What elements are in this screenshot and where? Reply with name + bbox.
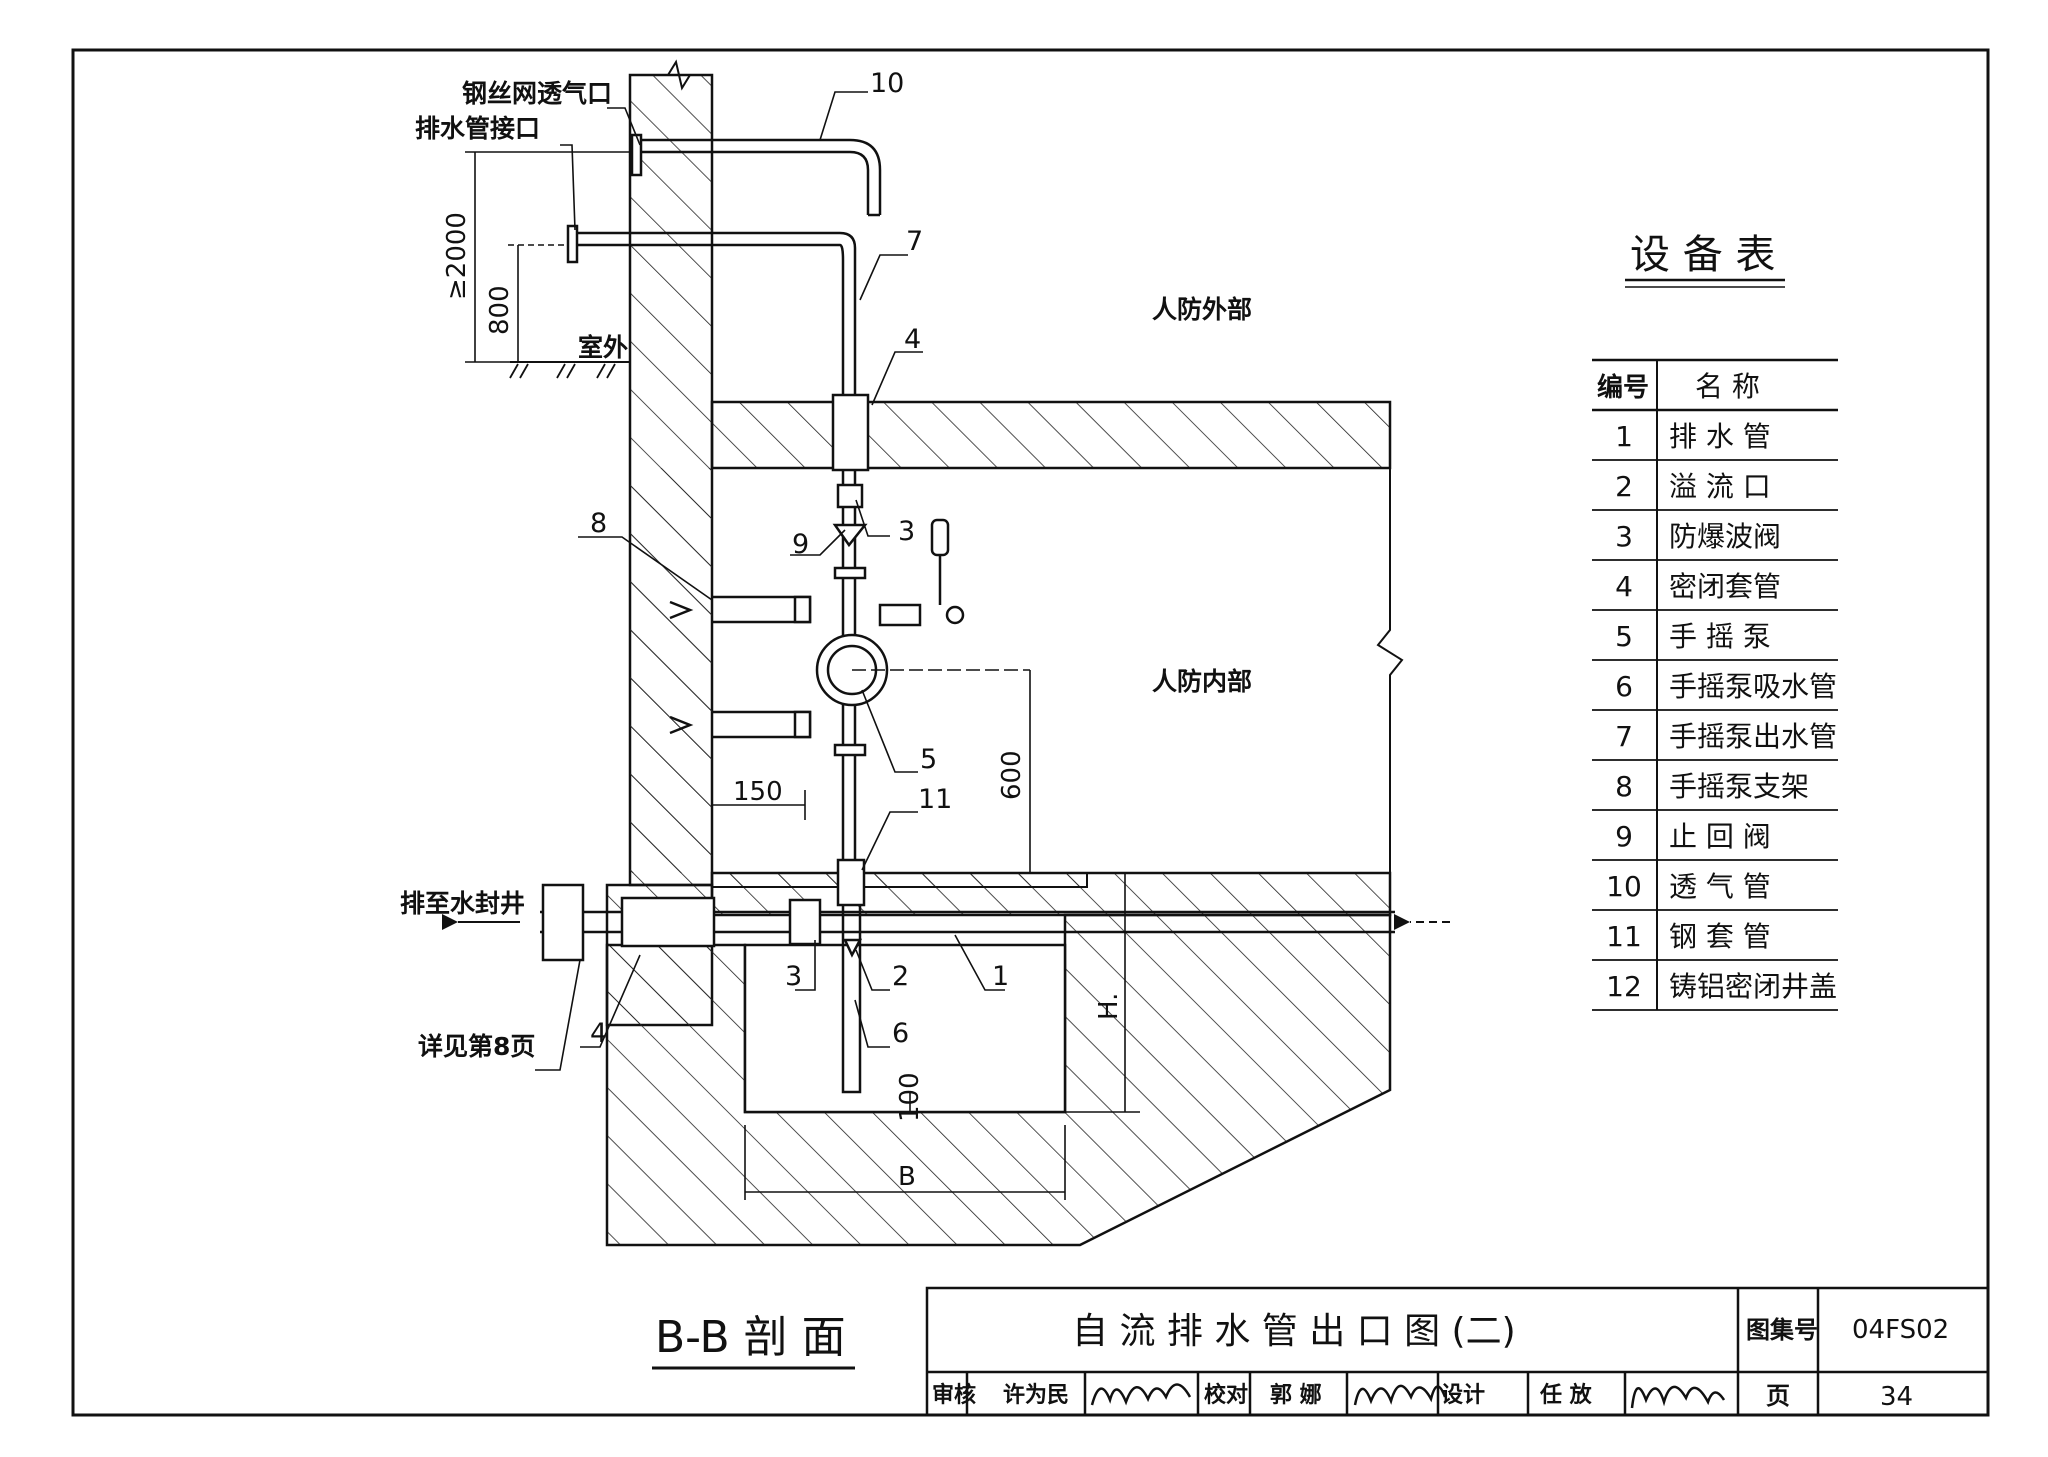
table-row-name: 手摇泵出水管 [1669,720,1837,753]
outlet-pipe [575,231,857,870]
drawing-title: 自 流 排 水 管 出 口 图 (二) [1072,1311,1516,1352]
vent-pipe [640,150,870,215]
page-label: 页 [1766,1382,1790,1410]
dim-100: 100 [895,1072,925,1122]
label-see-page: 详见第8页 [418,1032,535,1061]
ground-hatch-marks [509,363,616,379]
vent-flange [630,133,643,177]
table-row-no: 7 [1615,720,1633,753]
dim-b: B [898,1162,916,1192]
label-to-water-seal-well: 排至水封井 [400,889,525,918]
sump-pit [743,943,1067,1114]
table-row-name: 透 气 管 [1669,870,1771,903]
table-row-name: 手 摇 泵 [1669,620,1771,653]
check-name: 郭 娜 [1270,1382,1322,1408]
table-row-no: 11 [1606,920,1642,953]
section-title: B-B 剖 面 [655,1312,846,1363]
dim-2000: ≥2000 [442,212,472,300]
callout-7: 7 [906,226,923,257]
callout-2: 2 [892,961,909,992]
dim-h: H. [1094,993,1124,1020]
upper-sleeve [831,393,870,472]
table-header-name: 名 称 [1695,370,1760,403]
drain-flange [566,224,579,264]
dim-600: 600 [997,750,1027,800]
callout-4-upper: 4 [904,324,921,355]
table-row-name: 防爆波阀 [1669,520,1781,553]
callout-1: 1 [992,961,1009,992]
wall-side-inner [630,468,712,873]
table-row-no: 6 [1615,670,1633,703]
table-row-name: 溢 流 口 [1669,470,1771,503]
table-row-name: 钢 套 管 [1669,920,1771,953]
label-drain-interface: 排水管接口 [415,114,540,143]
table-row-name: 密闭套管 [1669,570,1781,603]
design-name: 任 放 [1539,1382,1593,1408]
blast-valve-upper [836,483,864,509]
dim-150: 150 [733,777,783,807]
dim-800: 800 [485,285,515,335]
atlas-code: 04FS02 [1852,1315,1949,1345]
table-row-no: 9 [1615,820,1633,853]
label-wire-mesh-vent: 钢丝网透气口 [462,79,612,108]
page-number: 34 [1880,1382,1913,1412]
callout-8: 8 [590,508,607,539]
overflow-port [843,938,863,958]
break-line [1376,468,1404,873]
table-row-name: 手摇泵吸水管 [1669,670,1837,703]
concrete-structure [605,73,1392,1247]
callouts: 10 7 4 8 9 3 5 11 3 2 1 6 4 [590,68,1009,1049]
label-outdoor: 室外 [578,333,628,362]
suction-pipe [841,905,862,1094]
table-header-no: 编号 [1597,372,1649,403]
equipment-table: 设 备 表 编号 名 称 1 排 水 管 2 溢 流 口 3 防爆波阀 4 密闭套管 5 手 摇 泵 6… [1592,232,1838,1011]
table-row-no: 10 [1606,870,1642,903]
callout-4-lower: 4 [590,1018,607,1049]
review-name: 许为民 [1003,1382,1069,1408]
title-block [925,1286,1990,1417]
check-signature [1353,1384,1447,1406]
check-label: 校对 [1204,1382,1248,1408]
check-valve [832,523,868,548]
piping [540,133,1395,1094]
atlas-label: 图集号 [1746,1316,1818,1344]
table-row-no: 4 [1615,570,1633,603]
lower-sleeve [620,896,716,948]
design-label: 设计 [1441,1383,1485,1408]
table-row-no: 1 [1615,420,1633,453]
table-row-no: 8 [1615,770,1633,803]
equipment-table-title: 设 备 表 [1630,232,1775,278]
review-label: 审核 [932,1382,976,1408]
floor-finish [711,872,1088,888]
callout-10: 10 [870,68,904,99]
callout-3-lower: 3 [785,961,802,992]
blast-valve-lower [788,898,822,946]
leader-lines [535,91,1005,1071]
callout-3-upper: 3 [898,516,915,547]
callout-9: 9 [792,529,809,560]
label-outside-shelter: 人防外部 [1152,295,1252,324]
callout-6: 6 [892,1018,909,1049]
table-row-no: 5 [1615,620,1633,653]
design-signature [1630,1385,1726,1409]
callout-11: 11 [918,784,952,815]
table-row-name: 止 回 阀 [1669,820,1771,853]
table-row-no: 2 [1615,470,1633,503]
table-row-name: 铸铝密闭井盖 [1669,970,1837,1003]
table-row-name: 排 水 管 [1669,420,1771,453]
table-row-no: 12 [1606,970,1642,1003]
review-signature [1090,1383,1192,1406]
callout-5: 5 [920,744,937,775]
roof-slab [710,400,1392,470]
label-inside-shelter: 人防内部 [1152,667,1252,696]
table-row-no: 3 [1615,520,1633,553]
steel-sleeve [836,858,866,907]
top-break-mark [630,59,712,91]
table-row-name: 手摇泵支架 [1669,770,1809,803]
dimension-lines [465,151,1140,1200]
